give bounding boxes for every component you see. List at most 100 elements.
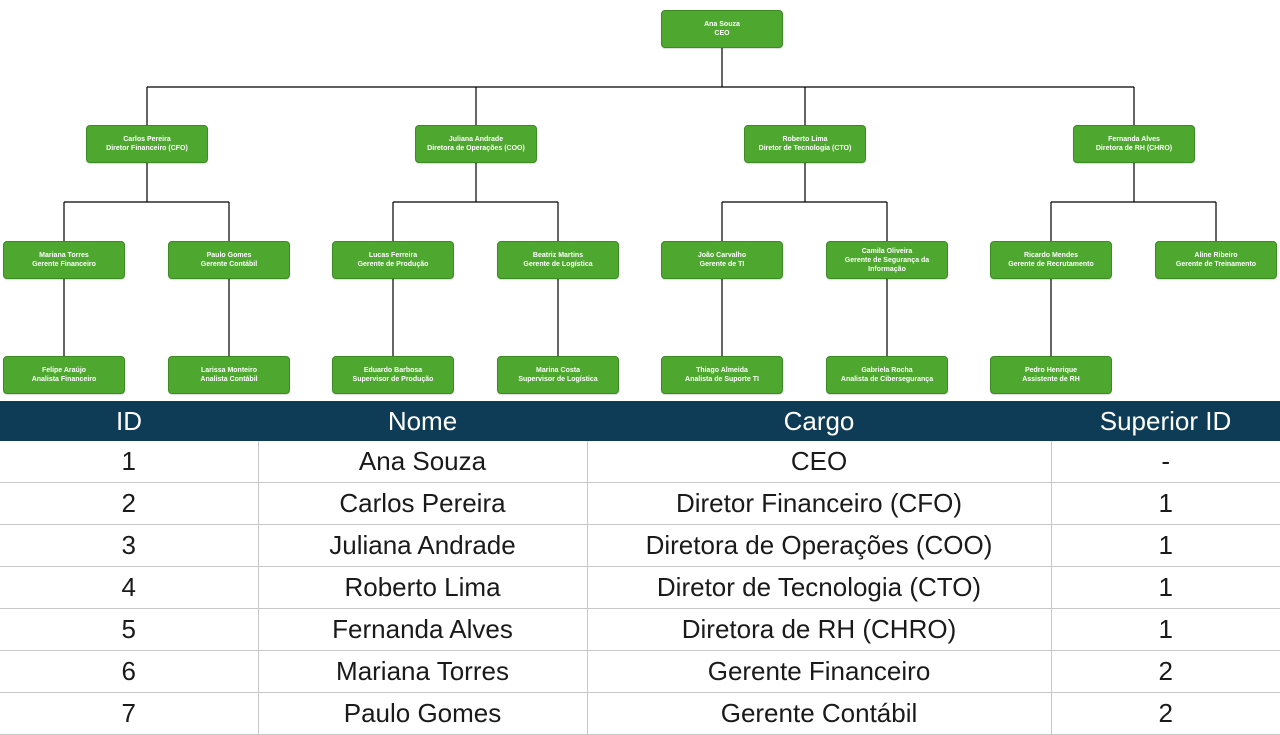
column-header-superior-id[interactable]: Superior ID — [1051, 401, 1280, 441]
org-node-name: Fernanda Alves — [1108, 136, 1160, 143]
org-node-title: Diretora de Operações (COO) — [427, 145, 525, 152]
cell-superior-id[interactable]: 2 — [1051, 650, 1280, 693]
org-node-title: Gerente de Produção — [357, 261, 429, 268]
org-node-name: Eduardo Barbosa — [363, 367, 423, 374]
cell-nome[interactable]: Roberto Lima — [258, 566, 588, 609]
cell-superior-id[interactable]: 1 — [1051, 566, 1280, 609]
org-node-name: João Carvalho — [697, 252, 747, 259]
cell-nome[interactable]: Ana Souza — [258, 441, 588, 483]
org-node-name: Larissa Monteiro — [200, 367, 257, 374]
org-node-name: Beatriz Martins — [532, 252, 584, 259]
org-node-title: Gerente de TI — [699, 261, 745, 268]
cell-id[interactable]: 7 — [0, 692, 259, 735]
column-header-nome[interactable]: Nome — [258, 401, 587, 441]
cell-superior-id[interactable]: 1 — [1051, 524, 1280, 567]
org-node-name: Felipe Araújo — [41, 367, 87, 374]
org-node-name: Paulo Gomes — [206, 252, 252, 259]
org-node-title: Supervisor de Logística — [518, 376, 598, 383]
cell-id[interactable]: 2 — [0, 482, 259, 525]
column-header-id[interactable]: ID — [0, 401, 258, 441]
org-node-name: Camila Oliveira — [861, 247, 913, 255]
cell-nome[interactable]: Juliana Andrade — [258, 524, 588, 567]
org-node-title: CEO — [714, 30, 730, 37]
cell-superior-id[interactable]: 1 — [1051, 482, 1280, 525]
cell-cargo[interactable]: Gerente Financeiro — [587, 650, 1052, 693]
org-node-title: Analista de Suporte TI — [685, 376, 759, 383]
cell-nome[interactable]: Fernanda Alves — [258, 608, 588, 651]
cell-id[interactable]: 6 — [0, 650, 259, 693]
org-node-title: Gerente de Logística — [523, 261, 593, 268]
cell-id[interactable]: 3 — [0, 524, 259, 567]
org-node-name: Roberto Lima — [782, 136, 828, 143]
org-node-name: Lucas Ferreira — [368, 252, 418, 259]
cell-id[interactable]: 1 — [0, 441, 259, 483]
cell-superior-id[interactable]: 1 — [1051, 608, 1280, 651]
cell-cargo[interactable]: Diretor de Tecnologia (CTO) — [587, 566, 1052, 609]
org-node-name: Marina Costa — [536, 367, 580, 374]
cell-id[interactable]: 4 — [0, 566, 259, 609]
org-node-title: Gerente de Treinamento — [1175, 261, 1257, 268]
cell-cargo[interactable]: Gerente Contábil — [587, 692, 1052, 735]
cell-id[interactable]: 5 — [0, 608, 259, 651]
org-node-title: Gerente de Recrutamento — [1008, 261, 1094, 268]
org-node-name: Gabriela Rocha — [861, 367, 913, 374]
org-node-title: Supervisor de Produção — [352, 376, 434, 383]
org-chart-connectors — [63, 48, 1217, 356]
org-node-name: Thiago Almeida — [696, 367, 748, 374]
column-header-cargo[interactable]: Cargo — [587, 401, 1051, 441]
cell-nome[interactable]: Carlos Pereira — [258, 482, 588, 525]
org-node-title: Analista de Cibersegurança — [840, 376, 934, 383]
org-node-title: Diretor de Tecnologia (CTO) — [758, 145, 852, 152]
org-node-name: Carlos Pereira — [123, 136, 171, 143]
cell-cargo[interactable]: Diretora de Operações (COO) — [587, 524, 1052, 567]
org-node-title: Gerente Financeiro — [32, 261, 96, 268]
org-node-title: Analista Financeiro — [31, 376, 97, 383]
table-header-row: ID Nome Cargo Superior ID — [0, 401, 1280, 441]
cell-cargo[interactable]: Diretora de RH (CHRO) — [587, 608, 1052, 651]
org-node-title: Diretora de RH (CHRO) — [1095, 145, 1173, 152]
org-node-name: Pedro Henrique — [1024, 367, 1078, 374]
cell-nome[interactable]: Mariana Torres — [258, 650, 588, 693]
org-node-title: Assistente de RH — [1022, 376, 1080, 383]
cell-cargo[interactable]: Diretor Financeiro (CFO) — [587, 482, 1052, 525]
org-node-name: Juliana Andrade — [448, 136, 504, 143]
cell-cargo[interactable]: CEO — [587, 441, 1052, 483]
cell-nome[interactable]: Paulo Gomes — [258, 692, 588, 735]
org-node-title: Gerente de Segurança da Informação — [844, 256, 930, 273]
cell-superior-id[interactable]: - — [1051, 441, 1280, 483]
org-node-name: Ana Souza — [704, 21, 740, 28]
cell-superior-id[interactable]: 2 — [1051, 692, 1280, 735]
org-node-title: Diretor Financeiro (CFO) — [106, 145, 188, 152]
org-node-title: Analista Contábil — [200, 376, 258, 383]
